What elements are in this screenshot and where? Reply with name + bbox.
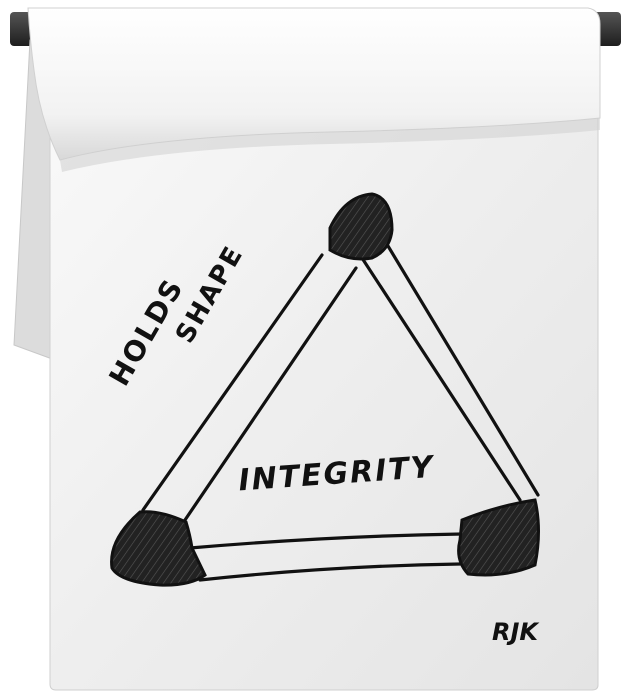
signature: RJK bbox=[492, 618, 540, 646]
